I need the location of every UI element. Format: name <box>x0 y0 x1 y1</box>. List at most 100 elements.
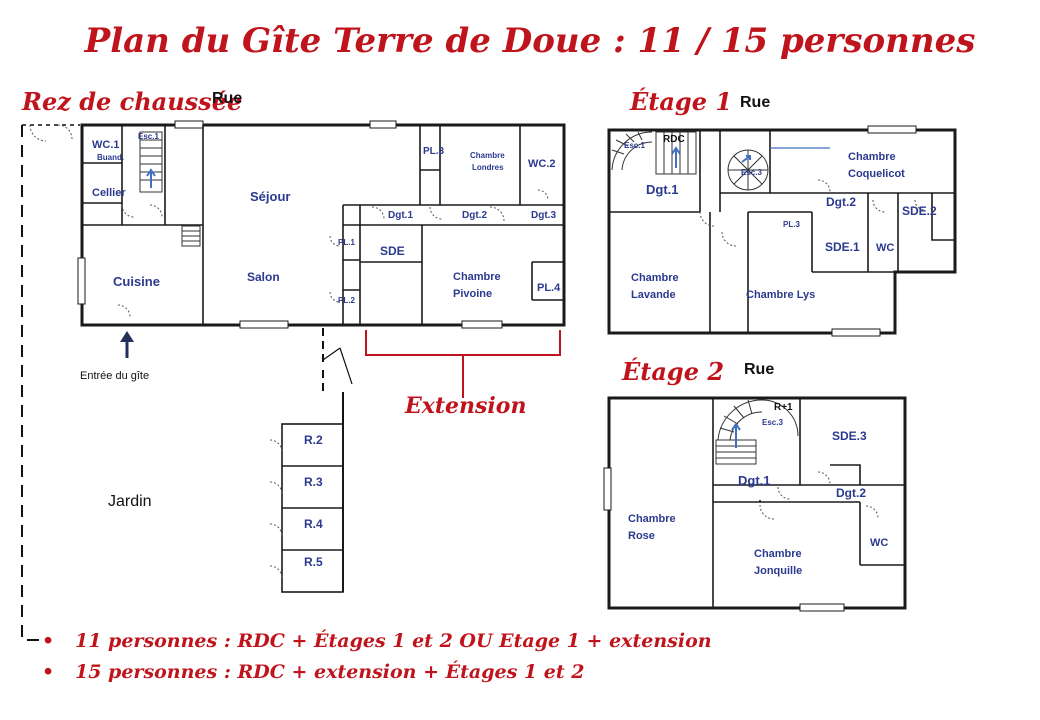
room-cuisine: Cuisine <box>113 274 160 289</box>
room-pl2: PL.2 <box>338 296 355 305</box>
door-swing <box>537 189 549 201</box>
room-sde: SDE <box>380 244 405 258</box>
second-floor-walls <box>712 398 905 608</box>
room-wc: WC <box>870 537 888 549</box>
extension-bracket <box>365 330 561 398</box>
window <box>603 467 612 511</box>
room-wc2: WC.2 <box>528 158 556 170</box>
ground-floor-label: Rez de chaussée <box>21 87 242 116</box>
label-esc1: Esc.1 <box>624 141 645 150</box>
room-pivoine-line1: Chambre <box>453 271 501 283</box>
shed-r5: R.5 <box>304 555 323 569</box>
room-pl3: PL.3 <box>423 146 445 157</box>
room-buanderie: Buand. <box>97 153 124 162</box>
room-pl4: PL.4 <box>537 282 561 294</box>
door-swing <box>759 504 775 520</box>
room-rose-line2: Rose <box>628 530 655 542</box>
staircase-cuisine <box>181 225 201 247</box>
second-floor-outline <box>607 396 907 610</box>
door-swing <box>817 471 831 485</box>
room-dgt3: Dgt.3 <box>531 210 556 221</box>
storage-sheds <box>269 423 344 593</box>
gate-door-swing-2 <box>57 124 73 140</box>
door-swing <box>865 505 879 519</box>
room-sejour: Séjour <box>250 189 290 204</box>
staircase-esc1 <box>139 131 163 193</box>
second-floor-label: Étage 2 <box>621 357 724 386</box>
room-sde2: SDE.2 <box>902 204 937 218</box>
staircase-esc3 <box>727 149 769 191</box>
room-pivoine-line2: Pivoine <box>453 288 492 300</box>
first-floor-label: Étage 1 <box>629 87 732 116</box>
ground-walls-right <box>342 125 564 325</box>
door-swing <box>429 206 443 220</box>
room-londres-line2: Londres <box>472 163 504 172</box>
window <box>77 257 86 305</box>
room-pl1: PL.1 <box>338 238 355 247</box>
window <box>831 328 881 337</box>
room-lys: Chambre Lys <box>746 289 815 301</box>
room-pl3: PL.3 <box>783 220 800 229</box>
room-coquelicot-line2: Coquelicot <box>848 168 905 180</box>
window <box>461 320 503 329</box>
window <box>239 320 289 329</box>
room-sde1: SDE.1 <box>825 240 860 254</box>
door-swing <box>817 179 831 193</box>
label-esc3: Esc.3 <box>762 418 783 427</box>
room-dgt2: Dgt.2 <box>836 486 866 500</box>
extension-label: Extension <box>404 393 526 419</box>
room-londres-line1: Chambre <box>470 151 505 160</box>
garden-boundary <box>21 125 40 641</box>
door-swing <box>149 204 163 218</box>
ground-floor-plan: Rez de chaussée Rue <box>21 87 566 641</box>
label-rdc: RDC <box>663 134 685 145</box>
garden-label: Jardin <box>108 493 152 510</box>
room-jonquille-line2: Jonquille <box>754 565 802 577</box>
room-cellier: Cellier <box>92 187 126 199</box>
capacity-note-15-text: 15 personnes : RDC + extension + Étages … <box>75 661 585 683</box>
first-floor-walls <box>609 130 955 333</box>
first-floor-plan: Étage 1 Rue RDC Esc.1 Esc.3 Dgt.1 <box>607 87 957 337</box>
garden-gate-leaf <box>322 347 353 385</box>
door-swing <box>721 231 737 247</box>
door-swing <box>489 206 505 222</box>
window <box>867 125 917 134</box>
room-lavande-line1: Chambre <box>631 272 679 284</box>
second-floor-plan: Étage 2 Rue R+1 Esc.3 SDE.3 Dgt.1 Dgt.2 … <box>603 357 907 612</box>
capacity-note-11: •11 personnes : RDC + Étages 1 et 2 OU E… <box>30 626 712 657</box>
door-swing <box>699 211 715 227</box>
entry-label: Entrée du gîte <box>80 370 149 382</box>
door-swing <box>329 291 341 303</box>
door-swing <box>914 199 926 211</box>
room-wc1: WC.1 <box>92 139 120 151</box>
room-dgt1: Dgt.1 <box>646 182 679 197</box>
bullet-icon: • <box>42 661 55 683</box>
capacity-note-15: • 15 personnes : RDC + extension + Étages… <box>30 657 712 688</box>
page-title: Plan du Gîte Terre de Doue : 11 / 15 per… <box>84 21 976 61</box>
room-salon: Salon <box>247 270 280 284</box>
room-dgt2: Dgt.2 <box>826 195 856 209</box>
window <box>369 120 397 129</box>
pl4-walls <box>531 261 564 301</box>
label-r1: R+1 <box>774 402 793 413</box>
door-swing <box>121 204 135 218</box>
room-coquelicot-line1: Chambre <box>848 151 896 163</box>
ground-walls-left <box>82 125 204 325</box>
staircase-spiral <box>611 131 697 175</box>
placard-walls <box>343 259 422 291</box>
gate-door-swing <box>29 124 47 142</box>
shed-r3: R.3 <box>304 475 323 489</box>
room-dgt2: Dgt.2 <box>462 210 487 221</box>
label-esc3: Esc.3 <box>741 168 762 177</box>
shed-r2: R.2 <box>304 433 323 447</box>
room-lavande-line2: Lavande <box>631 289 676 301</box>
room-jonquille-line1: Chambre <box>754 548 802 560</box>
bullet-icon: • <box>42 630 55 652</box>
capacity-notes: •11 personnes : RDC + Étages 1 et 2 OU E… <box>30 626 712 688</box>
room-rose-line1: Chambre <box>628 513 676 525</box>
shed-r4: R.4 <box>304 517 323 531</box>
ground-floor-street-label: Rue <box>212 90 242 107</box>
door-swing <box>329 235 341 247</box>
label-esc1: Esc.1 <box>138 132 159 141</box>
